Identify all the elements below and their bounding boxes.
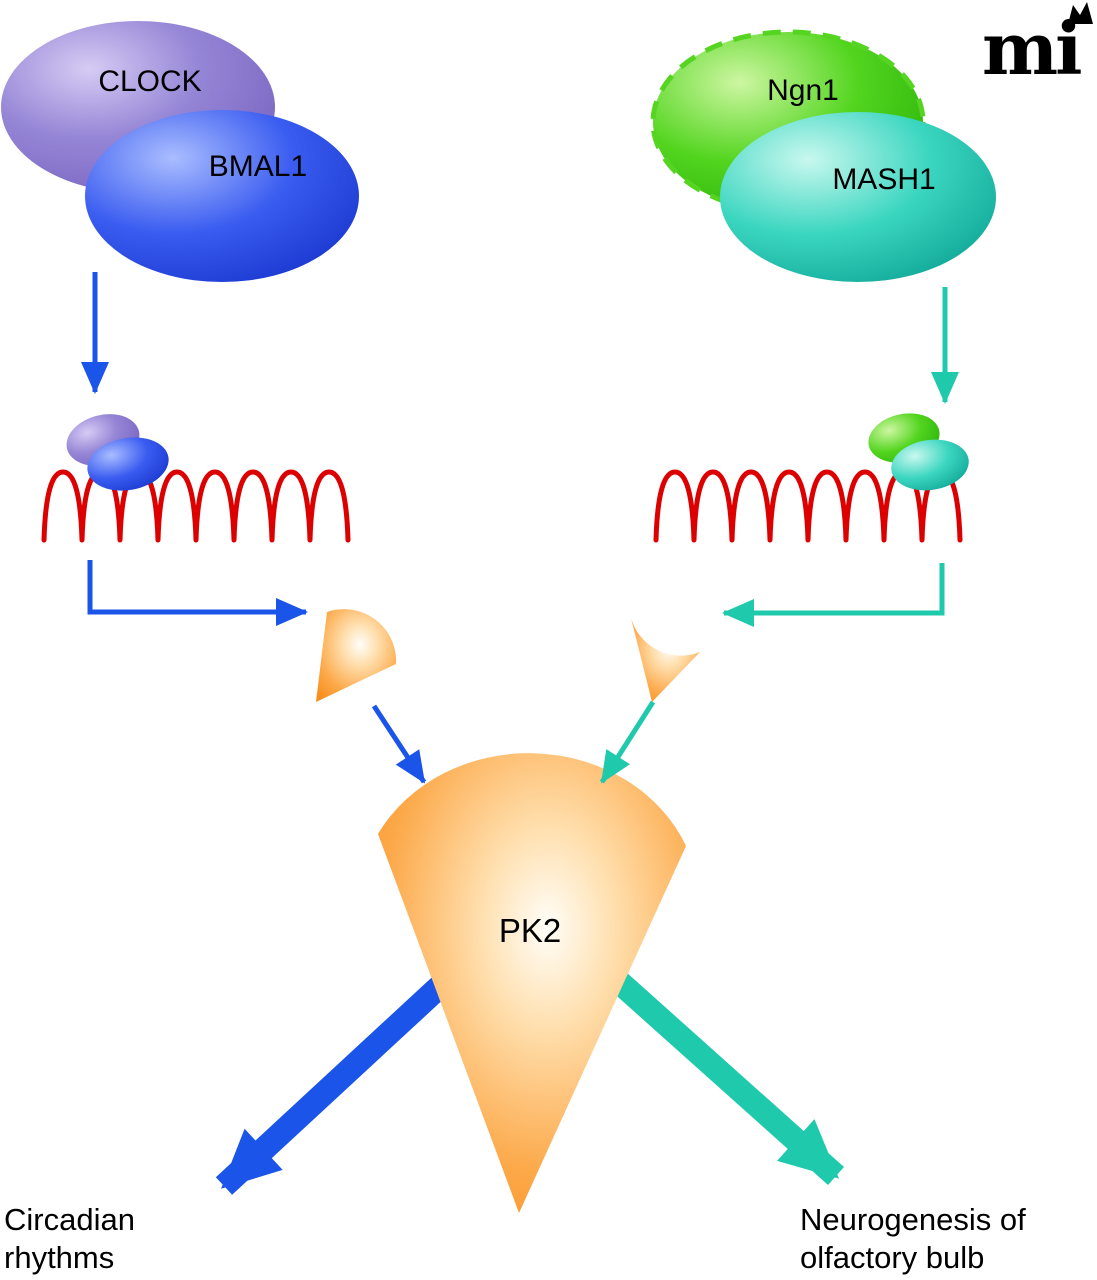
ngn1-label: Ngn1 (767, 74, 839, 107)
bmal1-ellipse (85, 110, 359, 282)
neurogenesis-label-line2: olfactory bulb (800, 1240, 984, 1275)
bmal1-label: BMAL1 (209, 150, 307, 183)
mash1-ellipse (720, 112, 996, 282)
bmal1-small-ellipse (87, 437, 169, 491)
journal-logo-text: mi (982, 6, 1081, 91)
dna-promoter-left (41, 469, 351, 543)
pk2-label: PK2 (499, 912, 561, 949)
neurogenesis-label-line1: Neurogenesis of (800, 1202, 1026, 1237)
pk2-protein-cone (378, 753, 686, 1213)
mash1-small-ellipse (891, 439, 969, 491)
pk2-small-cone-left (316, 609, 397, 702)
circadian-rhythms-arrow (215, 966, 461, 1195)
journal-logo-crown-icon (1068, 2, 1093, 24)
transcription-arrow-left (87, 560, 308, 626)
circadian-rhythms-label-line2: rhythms (4, 1240, 114, 1275)
circadian-rhythms-label-line1: Circadian (4, 1202, 135, 1237)
pk2-accumulation-arrow-left (371, 704, 427, 784)
clock-label: CLOCK (98, 65, 201, 98)
mash1-label: MASH1 (832, 163, 935, 196)
transcription-arrow-right (722, 563, 945, 627)
neurogenesis-arrow (599, 963, 845, 1185)
pk2-accumulation-arrow-right (599, 700, 656, 784)
pk2-small-cone-right (630, 614, 700, 702)
